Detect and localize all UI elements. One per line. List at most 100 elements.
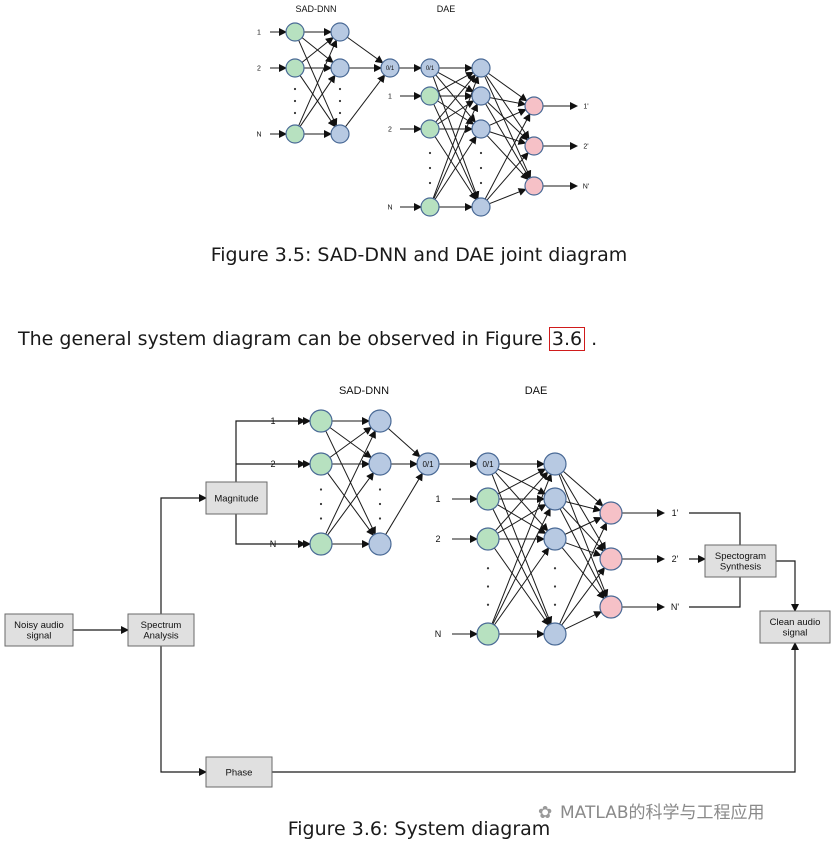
fig1-dae-hidden-ellipsis	[479, 151, 483, 155]
fig2-sad-input-ellipsis	[319, 502, 323, 506]
fig1-sad-hidden-node-2	[330, 124, 350, 144]
fig2-output-label-1: 2'	[672, 554, 679, 564]
fig2-sad-hidden-ellipsis	[378, 488, 382, 491]
fig1-dae-hidden-node-1	[471, 86, 491, 106]
network-edge	[562, 470, 604, 507]
fig2-dae-input-node-1	[476, 487, 500, 511]
fig2-dae-hidden-ellipsis	[553, 603, 557, 606]
fig2-sad-hidden-ellipsis	[378, 502, 382, 506]
fig2-vad-node	[416, 452, 440, 476]
fig2-dae-input-node-2	[476, 527, 500, 551]
fig1-sad-hidden-ellipsis	[338, 111, 342, 115]
network-edge	[301, 36, 334, 63]
watermark: ✿MATLAB的科学与工程应用	[538, 798, 765, 823]
fig1-dae-hidden-node-2	[471, 119, 491, 139]
network-edge	[564, 516, 602, 535]
fig2-sad-hidden-node-0	[368, 409, 392, 433]
network-edge	[559, 508, 607, 599]
fig1-dae-input-ellipsis	[428, 166, 432, 170]
fig2-input-label-0: 1	[270, 416, 275, 426]
fig1-dae-hidden-node-3	[471, 197, 491, 217]
node-layer	[4, 22, 831, 788]
figure-3-6-caption: Figure 3.6: System diagram	[287, 818, 551, 840]
network-edge	[560, 473, 606, 551]
network-edge	[565, 501, 602, 513]
network-edge	[489, 131, 527, 145]
fig1-dae-output-node-2	[524, 176, 544, 196]
network-edge	[494, 471, 549, 532]
fig2-dae-hidden-node-3	[543, 622, 567, 646]
network-edge	[329, 426, 372, 458]
fig2-sad-hidden-ellipsis	[378, 517, 382, 520]
fig1-sad-hidden-ellipsis	[338, 87, 342, 91]
watermark-text: MATLAB的科学与工程应用	[560, 803, 765, 823]
fig1-dae-input-ellipsis	[428, 151, 432, 155]
fig2-dae-hidden-node-1	[543, 487, 567, 511]
fig1-dae-input-node-1	[420, 86, 440, 106]
fig2-output-label-2: N'	[671, 602, 679, 612]
fig2-dae-hidden-ellipsis	[553, 567, 557, 570]
fig1-sad-hidden-ellipsis	[338, 99, 342, 103]
fig1-dae-input-label-2: N	[387, 204, 392, 211]
fig2-dae-title: DAE	[525, 385, 548, 397]
fig1-to-vad-edge	[345, 74, 386, 128]
fig2-dae-output-node-1	[599, 547, 623, 571]
fig1-dae-vad-input-label: 0/1	[426, 66, 435, 72]
fig1-vad-node	[380, 58, 400, 78]
body-text-before: The general system diagram can be observ…	[18, 328, 549, 350]
spectogram-synthesis-block-label: Spectogram	[715, 551, 766, 562]
fig1-dae-hidden-ellipsis	[479, 181, 483, 185]
synthesis-to-clean-arrow	[776, 560, 799, 612]
network-edge	[484, 76, 532, 179]
fig1-dae-input-label-1: 2	[388, 126, 392, 133]
phase-to-clean-arrow	[272, 642, 799, 773]
fig1-sad-input-ellipsis	[293, 99, 297, 103]
network-edge	[564, 611, 602, 630]
spectogram-synthesis-block-label: Synthesis	[720, 562, 761, 573]
network-edge	[492, 507, 551, 625]
network-edge	[484, 113, 531, 200]
network-edge	[435, 74, 476, 123]
figure-reference-link[interactable]: 3.6	[548, 327, 586, 351]
fig1-dae-hidden-ellipsis	[479, 166, 483, 170]
spectrum-analysis-block-label: Spectrum	[141, 620, 182, 631]
spectrum-analysis-block	[127, 613, 195, 647]
fig1-dae-output-node-1	[524, 136, 544, 156]
network-edge	[489, 97, 527, 107]
fig1-dae-input-node-0	[420, 58, 440, 78]
fig2-dae-output-node-2	[599, 595, 623, 619]
fig2-vad-node-label: 0/1	[422, 460, 434, 469]
fig2-sad-input-ellipsis	[319, 488, 323, 491]
fig2-dae-input-node-3	[476, 622, 500, 646]
spectrum-to-magnitude-arrow	[160, 494, 207, 614]
fig1-dae-title: DAE	[437, 4, 456, 14]
connection-layer	[73, 28, 799, 776]
fig2-input-label-1: 2	[270, 459, 275, 469]
network-edge	[432, 75, 480, 199]
fig2-sad-input-node-1	[309, 452, 333, 476]
magnitude-block	[205, 481, 268, 515]
fig2-dae-input-ellipsis	[486, 585, 490, 588]
fig2-sad-hidden-node-1	[368, 452, 392, 476]
network-edge	[559, 522, 608, 625]
fig1-output-label-2: N'	[583, 183, 589, 190]
fig2-sad-input-node-2	[309, 532, 333, 556]
fig1-dae-hidden-node-0	[471, 58, 491, 78]
phase-block-label: Phase	[226, 767, 253, 778]
fig2-output-label-0: 1'	[672, 508, 679, 518]
fig2-dae-input-label-1: 2	[435, 534, 440, 544]
network-edge	[486, 152, 529, 201]
clean-audio-block	[759, 610, 831, 644]
network-edge	[298, 39, 338, 126]
network-edge	[488, 72, 528, 102]
phase-block	[205, 756, 273, 788]
network-edge	[299, 74, 336, 127]
body-paragraph: The general system diagram can be observ…	[18, 327, 597, 351]
spectrum-analysis-block-label: Analysis	[143, 631, 179, 642]
network-edge	[558, 474, 609, 598]
network-edge	[434, 135, 477, 200]
fig1-dae-input-label-0: 1	[388, 93, 392, 100]
output-n-to-synthesis-line	[689, 577, 741, 608]
fig1-sad-input-node-0	[285, 22, 305, 42]
clean-audio-block-label: Clean audio	[770, 617, 821, 628]
